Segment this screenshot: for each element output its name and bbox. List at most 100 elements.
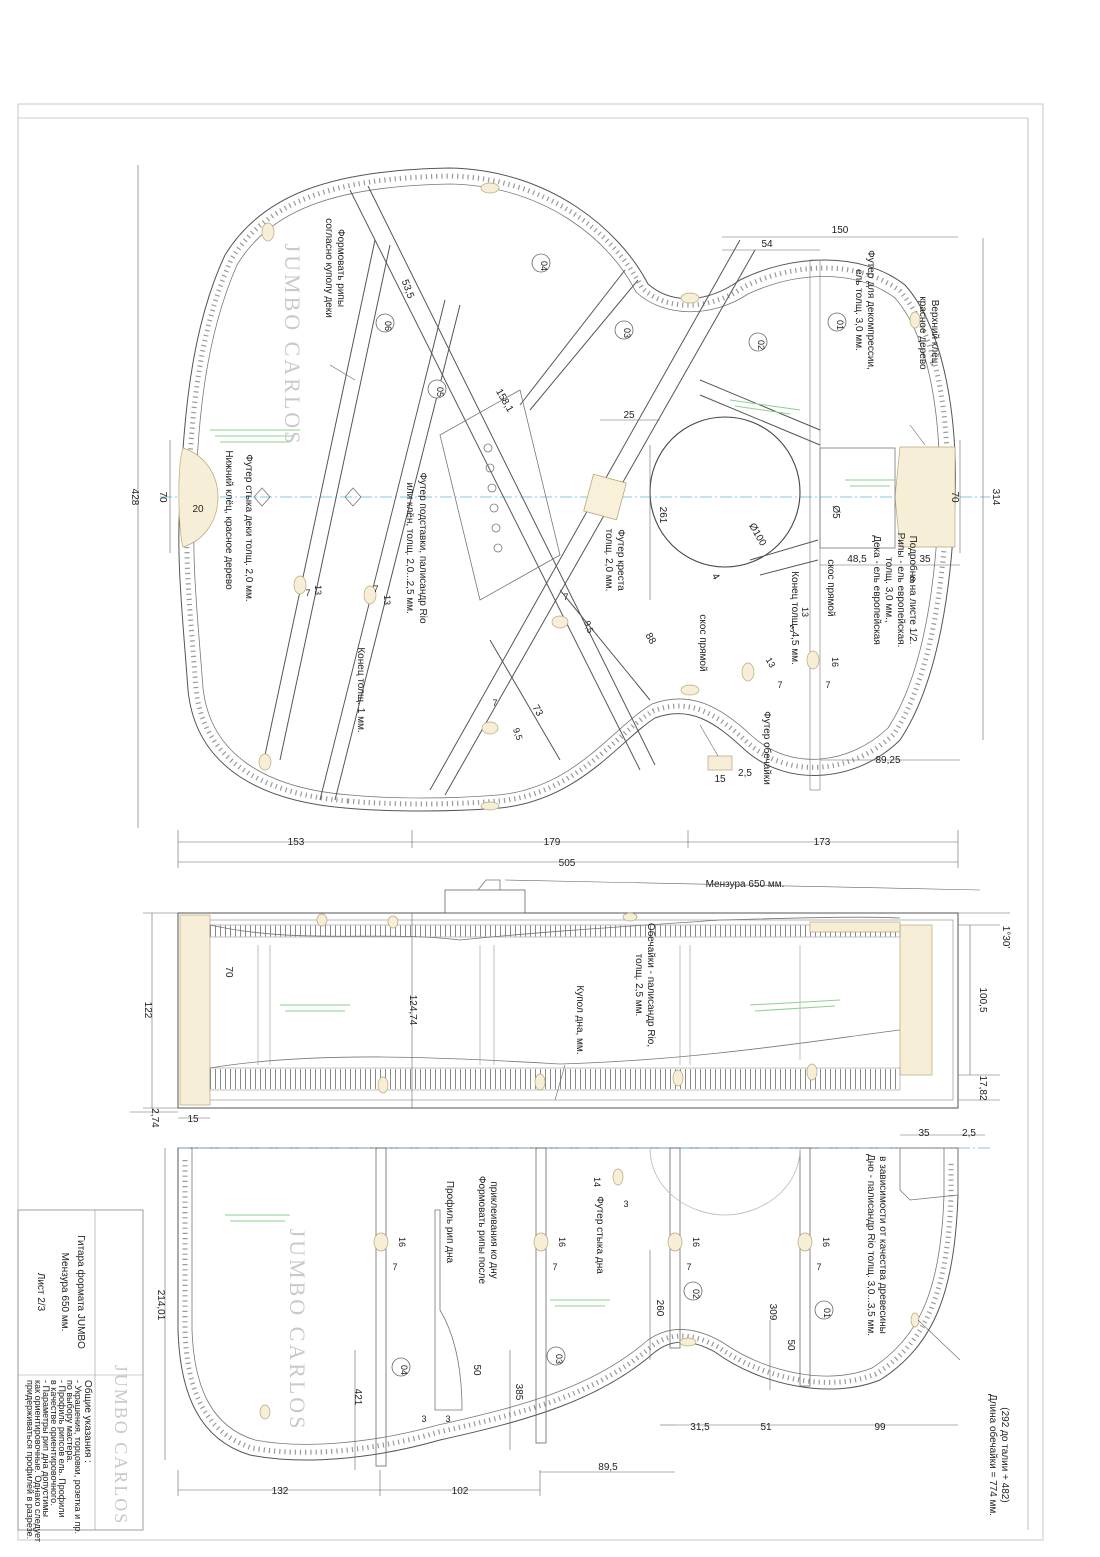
note-top-joint-line-0: Футер стыка деки толщ. 2,0 мм. (243, 454, 254, 601)
back-dim-7-2: 7 (686, 1262, 691, 1272)
dim-4: 4 (709, 572, 722, 583)
dim-lower-block: 70 (157, 491, 168, 503)
back-neck-block (899, 1147, 959, 1201)
note-soundboard-line-2: Рипы - ель европейская. (895, 533, 906, 648)
brace-04-a (519, 269, 626, 406)
bridge-plate (439, 389, 561, 601)
cross-patch (583, 473, 627, 521)
dim-mid-height: 124,74 (407, 995, 418, 1026)
back-dim-385: 385 (513, 1384, 524, 1401)
note-side-length-line-1: (292 до талии + 482) (999, 1407, 1010, 1502)
back-brace-id-03: 03 (554, 1354, 564, 1364)
general-note-5: как ориентировочные. Однако следует (33, 1380, 43, 1542)
note-decompression-line-1: ель толщ. 3,0 мм. (853, 269, 864, 351)
back-dim-2-5: 2,5 (962, 1128, 976, 1139)
general-note-6: придерживаться профилей в разрезе. (25, 1380, 35, 1539)
back-dim-99: 99 (874, 1422, 886, 1433)
back-dome (209, 1029, 901, 1069)
dim-16: 16 (830, 657, 840, 667)
grain-marks-back (225, 1214, 610, 1307)
back-dim-7-0: 7 (392, 1262, 397, 1272)
dim-54: 54 (761, 239, 773, 250)
dim-13-d: 13 (800, 607, 810, 617)
dim-15-side: 15 (187, 1114, 199, 1125)
dim-height-tail: 122 (142, 1002, 153, 1019)
dim-35: 35 (919, 554, 931, 565)
grain-marks-side (280, 999, 841, 1012)
back-dim-132: 132 (272, 1486, 289, 1497)
soundhole-projection (649, 1147, 801, 1216)
back-body-outline (177, 1147, 959, 1461)
sheet-border (17, 103, 1044, 1541)
brace-id-03-marker (614, 320, 634, 340)
brace-finger-a (749, 539, 819, 561)
brace-04-b (529, 279, 639, 411)
brace-05-a (264, 239, 376, 756)
back-dim-260: 260 (654, 1300, 665, 1317)
note-soundboard-line-3: Подробно на листе 1/2. (907, 536, 919, 645)
side-view (130, 879, 1010, 1119)
position-marker-2 (344, 487, 362, 507)
bridge-pin-holes (483, 443, 503, 553)
note-top-block-line-1: красное дерево (917, 296, 928, 370)
back-dim-309: 309 (767, 1304, 778, 1321)
brace-id-02-marker (748, 332, 768, 352)
dim-total-length: 428 (129, 489, 140, 506)
dim-9-5-b: 9,5 (511, 726, 525, 741)
dim-w173: 173 (814, 837, 831, 848)
side-dimension-lines (130, 912, 1010, 1119)
note-back-dome-line-0: Купол дна, мм. (574, 985, 585, 1054)
side-patch-sample (707, 755, 733, 771)
dim-w505: 505 (559, 858, 576, 869)
back-brace-04 (375, 1147, 387, 1467)
dim-7-b: 7 (373, 584, 378, 594)
general-notes-heading: Общие указания : (82, 1380, 94, 1463)
tail-block (179, 914, 211, 1106)
back-brace-id-01: 01 (822, 1308, 832, 1318)
general-note-3: в качестве ориентировочного. (49, 1380, 59, 1506)
note-brace-profile-line-0: Профиль рип дна (444, 1181, 456, 1264)
note-form-braces-line-1: согласно куполу деки (323, 218, 334, 318)
leader-form-braces (329, 364, 356, 381)
dim-17-82: 17,82 (977, 1075, 988, 1100)
note-soundboard-line-0: Дека - ель европейская (871, 535, 882, 645)
back-dim-421: 421 (352, 1389, 363, 1406)
note-side-patch-line-0: Футер обечайки (761, 711, 773, 785)
note-end-thickness-line-0: Конец толщ. 1 мм. (355, 647, 366, 732)
back-dim-50: 50 (785, 1339, 796, 1351)
dim-13-c: 13 (764, 656, 778, 670)
side-brace-sections (316, 912, 901, 1094)
dim-7-c: 7 (563, 592, 568, 602)
title-line-2: Мензура 650 мм. (59, 1253, 70, 1332)
brand-title-top: JUMBO CARLOS (280, 244, 305, 447)
back-dim-3b: 3 (445, 1414, 450, 1424)
back-braces (259, 1147, 920, 1467)
dim-w153: 153 (288, 837, 305, 848)
general-note-4: - Параметры рип дна допустимы (41, 1380, 51, 1517)
back-brace-id-04-marker (391, 1357, 411, 1377)
note-form-braces-line-0: Формовать рипы (335, 229, 346, 307)
brace-id-01-marker (827, 312, 847, 332)
note-decompression-line-0: Футер для декомпрессии, (865, 250, 876, 370)
dim-hole: Ø100 (746, 521, 768, 548)
back-dim-16-1: 16 (557, 1237, 567, 1247)
dim-7-f: 7 (825, 680, 830, 690)
brace-id-03: 03 (622, 328, 632, 338)
dim-261: 261 (657, 507, 668, 524)
back-dim-16-0: 16 (397, 1237, 407, 1247)
back-dim-width: 214,01 (155, 1290, 166, 1321)
brace-id-06: 06 (383, 321, 393, 331)
x-braces (264, 185, 821, 801)
dim-upper-block: 70 (949, 491, 960, 503)
dim-upper-block-w: 150 (832, 225, 849, 236)
back-brace-01 (799, 1147, 811, 1387)
note-end-45-line-0: Конец толщ. 4,5 мм. (789, 571, 800, 665)
note-cross-patch-line-0: Футер креста (615, 529, 626, 591)
back-dim-7-3: 7 (816, 1262, 821, 1272)
brace-05-b (279, 244, 391, 761)
brace-02-b (699, 394, 821, 446)
dim-upper-width: 314 (990, 489, 1001, 506)
brand-title-block: JUMBO CARLOS (111, 1365, 131, 1526)
note-bevel-1-line-0: скос прямой (697, 614, 708, 671)
